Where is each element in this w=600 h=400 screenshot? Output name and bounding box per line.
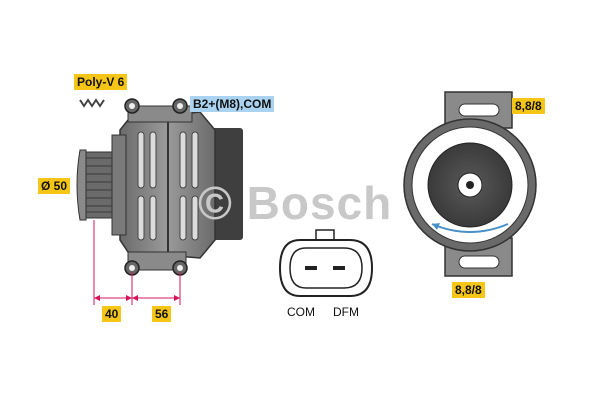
belt-type-label: Poly-V 6 bbox=[74, 74, 128, 90]
connector-plug bbox=[278, 229, 374, 297]
alternator-side-view bbox=[76, 98, 243, 276]
dimension-40-label: 40 bbox=[102, 306, 122, 322]
hole-top-label: 8,8/8 bbox=[512, 98, 545, 114]
connector-com-label: COM bbox=[287, 305, 315, 319]
dimension-56-label: 56 bbox=[152, 306, 172, 322]
connector-dfm-label: DFM bbox=[333, 305, 359, 319]
terminal-label: B2+(M8),COM bbox=[190, 96, 275, 112]
bosch-watermark: © Bosch bbox=[198, 177, 393, 229]
alternator-front-view bbox=[403, 91, 537, 277]
pulley bbox=[76, 149, 113, 221]
hole-bottom-label: 8,8/8 bbox=[452, 282, 485, 298]
poly-v-belt-icon bbox=[79, 98, 105, 108]
dimension-lines bbox=[93, 220, 181, 305]
pulley-diameter-label: Ø 50 bbox=[38, 178, 71, 194]
